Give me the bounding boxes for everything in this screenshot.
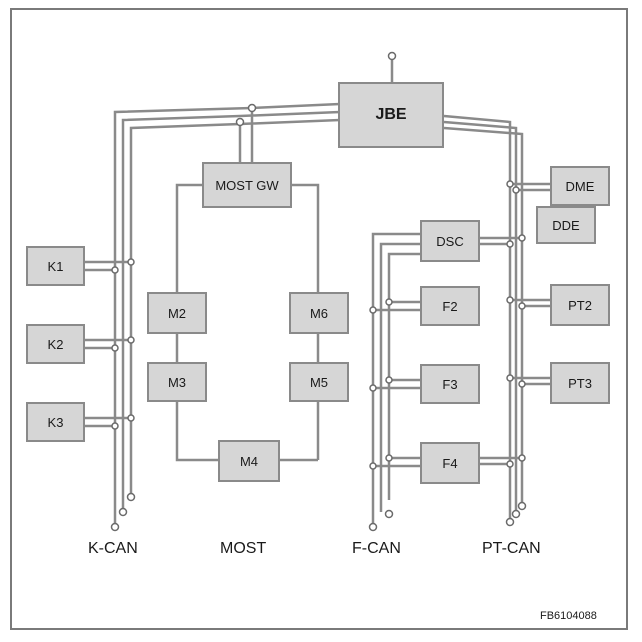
jbe-module: JBE bbox=[338, 82, 444, 148]
f4-module: F4 bbox=[420, 442, 480, 484]
k1-module: K1 bbox=[26, 246, 85, 286]
m2-module: M2 bbox=[147, 292, 207, 334]
k3-module: K3 bbox=[26, 402, 85, 442]
dde-module: DDE bbox=[536, 206, 596, 244]
m3-module: M3 bbox=[147, 362, 207, 402]
pt2-module: PT2 bbox=[550, 284, 610, 326]
f-can-label: F-CAN bbox=[352, 540, 401, 557]
most-label: MOST bbox=[220, 540, 267, 557]
dme-module: DME bbox=[550, 166, 610, 206]
bus-terminal-dots bbox=[110, 51, 527, 532]
f2-module: F2 bbox=[420, 286, 480, 326]
pt-can-label: PT-CAN bbox=[482, 540, 541, 557]
f3-module: F3 bbox=[420, 364, 480, 404]
pt3-module: PT3 bbox=[550, 362, 610, 404]
figure-id: FB6104088 bbox=[540, 610, 597, 622]
m5-module: M5 bbox=[289, 362, 349, 402]
k2-module: K2 bbox=[26, 324, 85, 364]
m6-module: M6 bbox=[289, 292, 349, 334]
dsc-module: DSC bbox=[420, 220, 480, 262]
most-gw-module: MOST GW bbox=[202, 162, 292, 208]
m4-module: M4 bbox=[218, 440, 280, 482]
k-can-label: K-CAN bbox=[88, 540, 138, 557]
